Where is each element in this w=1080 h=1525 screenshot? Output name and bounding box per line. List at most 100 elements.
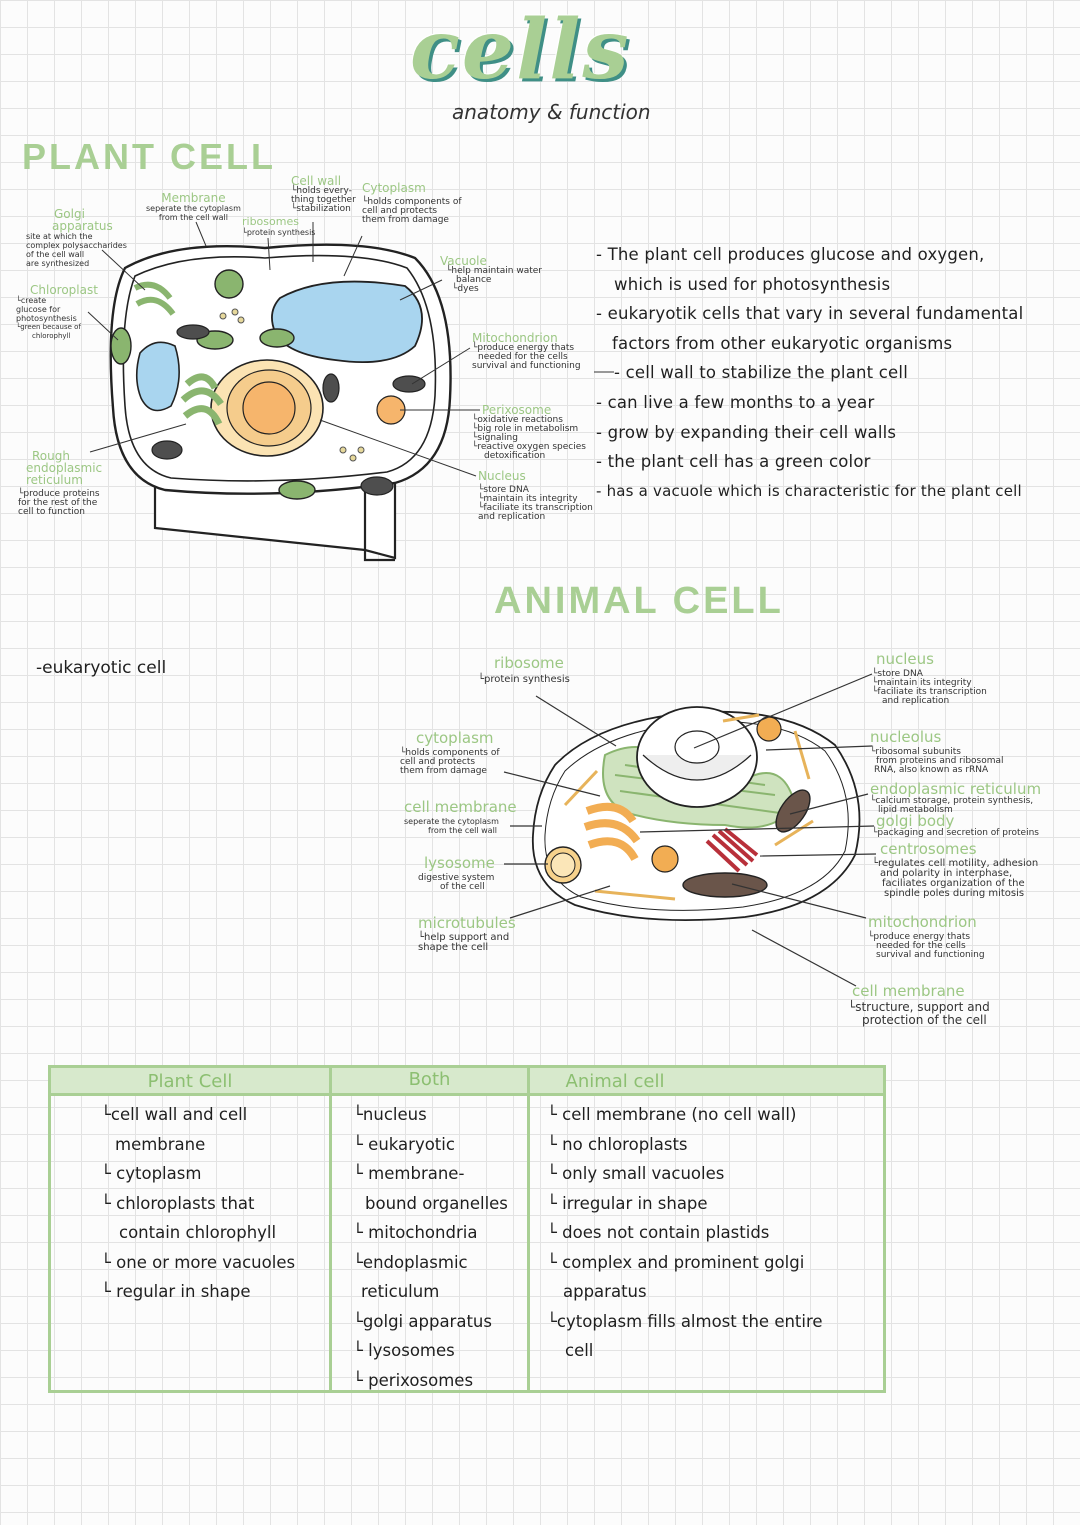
table-cell: └ one or more vacuoles <box>101 1252 296 1272</box>
plant-label-cytoplasm-desc-3: them from damage <box>362 215 449 225</box>
plant-label-cytoplasm: Cytoplasm <box>362 181 426 195</box>
plant-label-mitochondrion-desc-1: └produce energy thats <box>472 343 575 353</box>
plant-label-mitochondrion: Mitochondrion <box>472 331 558 345</box>
table-cell: reticulum <box>361 1282 440 1301</box>
plant-label-vacuole-desc-3: └dyes <box>452 284 479 294</box>
animal-label-centrosomes-desc-1: └regulates cell motility, adhesion <box>872 858 1039 869</box>
plant-note: - can live a few months to a year <box>596 392 875 412</box>
plant-note: - has a vacuole which is characteristic … <box>596 481 1022 500</box>
animal-label-cell-membrane-left-desc-2: from the cell wall <box>428 826 498 835</box>
plant-label-perixosome-desc-1: └oxidative reactions <box>472 415 563 425</box>
table-cell: └ eukaryotic <box>353 1134 455 1154</box>
plant-label-ribosomes-desc: └protein synthesis <box>242 228 316 237</box>
plant-label-chloroplast: Chloroplast <box>30 283 98 297</box>
plant-label-chloroplast-desc-3: photosynthesis <box>16 314 77 323</box>
plant-label-ribosomes: ribosomes <box>242 215 299 228</box>
table-cell: └endoplasmic <box>353 1252 468 1272</box>
animal-label-er-desc-2: lipid metabolism <box>878 805 953 815</box>
animal-label-cell-membrane-bottom: cell membrane <box>852 982 965 1000</box>
plant-label-chloroplast-desc-1: └create <box>16 296 47 305</box>
animal-cell-features: └ cell membrane (no cell wall) └ no chlo… <box>547 1100 823 1366</box>
animal-label-nucleolus-desc-1: └ribosomal subunits <box>870 747 961 757</box>
table-cell: contain chlorophyll <box>119 1223 277 1242</box>
animal-label-cytoplasm-desc-3: them from damage <box>400 766 487 776</box>
animal-label-centrosomes-desc-3: faciliates organization of the <box>882 878 1025 889</box>
plant-label-perixosome-desc-2: └big role in metabolism <box>472 424 579 434</box>
plant-label-rough-er-desc-2: for the rest of the <box>18 498 98 508</box>
animal-label-nucleolus: nucleolus <box>870 728 942 746</box>
plant-cell-heading: PLANT CELL <box>22 136 276 177</box>
animal-label-nucleus-desc-4: and replication <box>882 696 950 706</box>
plant-label-cell-wall-desc-2: thing together <box>291 195 356 205</box>
animal-label-mitochondrion-desc-3: survival and functioning <box>876 950 985 960</box>
plant-label-cytoplasm-desc-1: └holds components of <box>362 197 462 207</box>
plant-label-vacuole-desc-2: balance <box>456 275 492 285</box>
table-cell: └cytoplasm fills almost the entire <box>547 1311 823 1331</box>
table-cell: apparatus <box>563 1282 647 1301</box>
plant-label-chloroplast-desc-4: └green because of <box>16 323 81 331</box>
plant-label-perixosome-desc-5: detoxification <box>484 451 546 461</box>
table-cell: └ only small vacuoles <box>547 1164 725 1183</box>
animal-label-nucleolus-desc-3: RNA, also known as rRNA <box>874 765 989 775</box>
animal-label-ribosome-desc: └protein synthesis <box>478 674 570 685</box>
table-cell: └nucleus <box>353 1105 427 1124</box>
animal-label-er: endoplasmic reticulum <box>870 780 1042 798</box>
table-column-divider <box>329 1068 332 1390</box>
plant-note: - eukaryotik cells that vary in several … <box>596 304 1024 324</box>
plant-label-nucleus: Nucleus <box>478 469 526 483</box>
plant-label-chloroplast-desc-5: chlorophyll <box>32 332 71 340</box>
plant-label-membrane: Membrane <box>161 191 226 205</box>
table-cell: └ perixosomes <box>353 1370 474 1390</box>
plant-label-cytoplasm-desc-2: cell and protects <box>362 206 438 216</box>
animal-label-golgi: golgi body <box>876 812 955 830</box>
plant-label-perixosome: Perixosome <box>482 403 552 417</box>
animal-label-cell-membrane-bottom-desc-2: protection of the cell <box>862 1013 987 1027</box>
plant-note: which is used for photosynthesis <box>614 274 891 294</box>
table-cell: └cell wall and cell <box>101 1105 248 1124</box>
animal-label-ribosome: ribosome <box>494 654 564 672</box>
animal-label-microtubules-desc-1: └help support and <box>418 932 510 943</box>
plant-label-golgi-1: Golgi <box>54 207 85 221</box>
table-cell: └ lysosomes <box>353 1341 455 1360</box>
plant-label-golgi-2: apparatus <box>52 219 113 233</box>
plant-label-golgi-desc-1: site at which the <box>26 232 93 241</box>
table-cell: └ irregular in shape <box>547 1193 708 1213</box>
table-cell: └ mitochondria <box>353 1223 478 1242</box>
plant-label-cell-wall-desc-3: └stabilization <box>291 204 351 214</box>
animal-label-microtubules: microtubules <box>418 914 516 932</box>
animal-side-note: -eukaryotic cell <box>36 658 167 678</box>
animal-label-nucleolus-desc-2: from proteins and ribosomal <box>876 756 1004 766</box>
plant-label-cell-wall: Cell wall <box>291 174 342 188</box>
table-cell: └golgi apparatus <box>353 1311 492 1331</box>
animal-label-mitochondrion-desc-2: needed for the cells <box>876 941 966 951</box>
plant-notes: - The plant cell produces glucose and ox… <box>596 240 1023 506</box>
animal-label-nucleus-desc-2: └maintain its integrity <box>872 678 972 688</box>
plant-label-chloroplast-desc-2: glucose for <box>16 305 61 314</box>
animal-label-lysosome-desc-1: digestive system <box>418 873 495 883</box>
animal-label-cytoplasm-desc-1: └holds components of <box>400 748 500 758</box>
table-cell: bound organelles <box>365 1193 508 1213</box>
plant-label-golgi-desc-2: complex polysaccharides <box>26 241 127 250</box>
plant-label-nucleus-desc-4: and replication <box>478 512 546 522</box>
animal-label-er-desc-1: └calcium storage, protein synthesis, <box>870 796 1034 806</box>
animal-label-cell-membrane-bottom-desc-1: └structure, support and <box>848 1000 990 1014</box>
animal-label-golgi-desc: └packaging and secretion of proteins <box>872 828 1039 838</box>
plant-note: - The plant cell produces glucose and ox… <box>596 245 985 264</box>
animal-label-centrosomes-desc-4: spindle poles during mitosis <box>884 888 1025 899</box>
table-cell: └ cell membrane (no cell wall) <box>547 1105 797 1124</box>
plant-label-mitochondrion-desc-2: needed for the cells <box>478 352 568 362</box>
table-cell: └ complex and prominent golgi <box>547 1252 805 1272</box>
plant-cell-diagram <box>109 243 452 562</box>
plant-label-perixosome-desc-3: └signaling <box>472 433 518 443</box>
table-header-row <box>51 1068 883 1096</box>
plant-label-rough-er-desc-1: └produce proteins <box>18 489 100 499</box>
plant-label-golgi-desc-4: are synthesized <box>26 259 90 268</box>
page-subtitle: anatomy & function <box>452 100 651 124</box>
plant-label-rough-er-2: endoplasmic <box>26 461 103 475</box>
animal-label-cell-membrane-left: cell membrane <box>404 798 517 816</box>
plant-label-membrane-desc-1: seperate the cytoplasm <box>146 204 241 213</box>
column-header-plant: Plant Cell <box>147 1071 233 1092</box>
table-cell: └ no chloroplasts <box>547 1134 688 1154</box>
animal-label-lysosome-desc-2: of the cell <box>440 882 485 892</box>
plant-label-rough-er-3: reticulum <box>26 473 83 487</box>
